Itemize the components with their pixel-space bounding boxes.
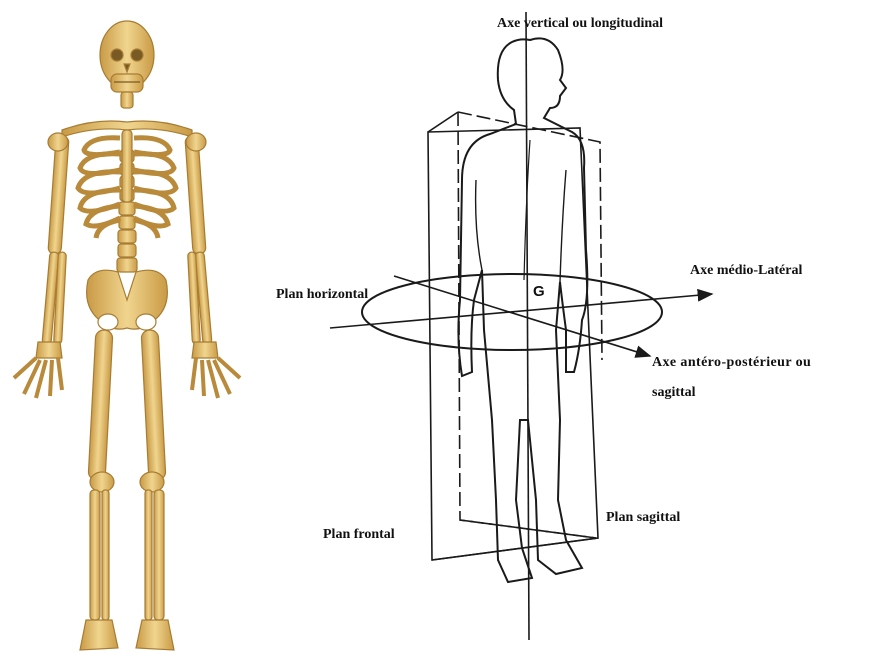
label-antero-posterior-axis: Axe antéro-postérieur ou <box>652 355 811 371</box>
sternum <box>122 130 132 202</box>
label-medio-lateral-axis: Axe médio-Latéral <box>690 263 802 279</box>
planes-diagram <box>330 12 712 640</box>
vertical-axis-line <box>526 12 529 640</box>
skull <box>100 21 154 92</box>
label-vertical-axis: Axe vertical ou longitudinal <box>497 16 663 32</box>
sagittal-plane-outline <box>458 112 602 538</box>
label-antero-posterior-axis-line2: sagittal <box>652 385 696 401</box>
frontal-plane-outline <box>428 128 598 560</box>
label-horizontal-plane: Plan horizontal <box>276 287 368 303</box>
label-center-of-gravity: G <box>533 283 545 300</box>
left-arm <box>14 133 69 398</box>
left-leg <box>80 330 118 650</box>
label-sagittal-plane: Plan sagittal <box>606 510 680 526</box>
right-leg <box>136 330 174 650</box>
right-arm <box>185 133 240 398</box>
skeleton-icon <box>14 21 240 650</box>
label-frontal-plane: Plan frontal <box>323 527 395 543</box>
